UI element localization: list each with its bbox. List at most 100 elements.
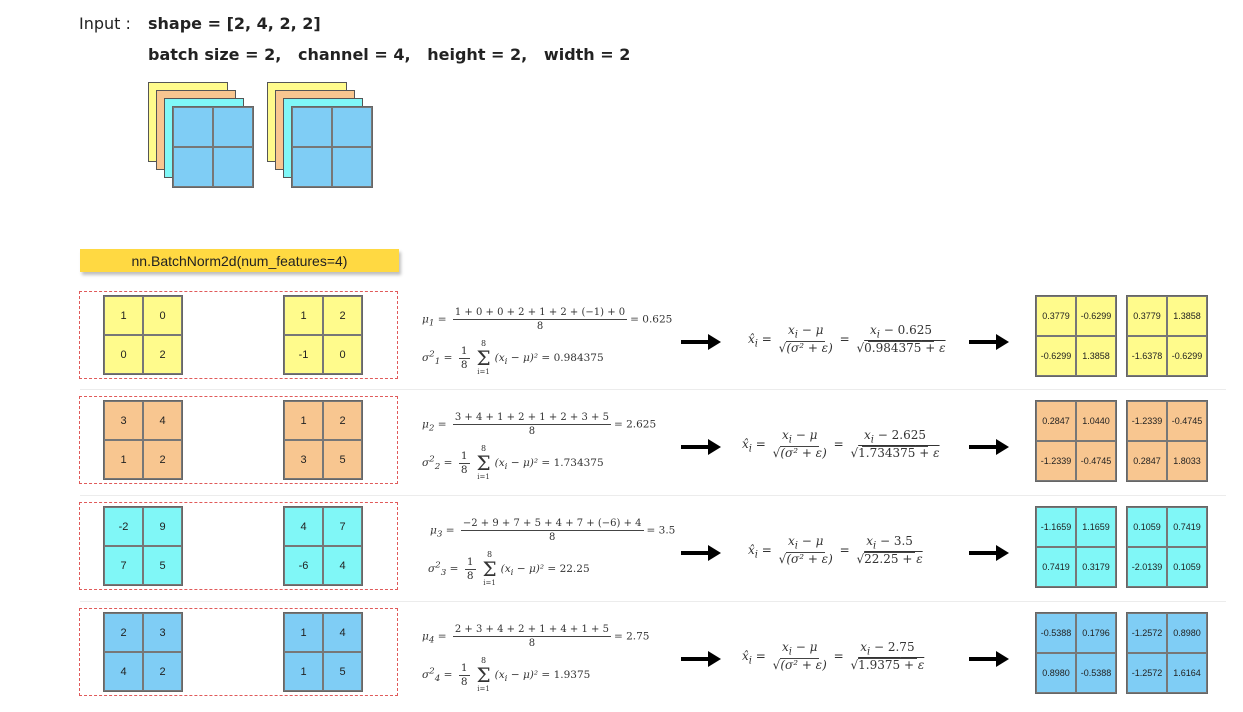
sum-lower: i=1 (477, 368, 490, 377)
normalize-numerator: xi − μ (786, 535, 825, 553)
xhat-symbol: x̂ (748, 332, 755, 346)
grid-cell: 0.8980 (1167, 613, 1207, 653)
grid-cell: -2.0139 (1127, 547, 1167, 587)
grid-cell: 0.2847 (1036, 401, 1076, 441)
denominator: 8 (461, 464, 468, 477)
mean-value: = 0.625 (630, 314, 672, 326)
grid-cell: 5 (143, 546, 182, 585)
specific-numerator: xi − 2.75 (858, 641, 916, 659)
normalize-fraction-general: xi − μ√(σ² + ε) (779, 324, 833, 355)
equals-sign: = (446, 563, 461, 575)
grid-cell: 0.1059 (1127, 507, 1167, 547)
right-arrow-icon (969, 333, 1009, 351)
sum-sign: Σ (477, 665, 491, 685)
normalize-fraction-specific: xi − 2.625√1.734375 + ε (851, 429, 940, 460)
normalize-fraction-general: xi − μ√(σ² + ε) (773, 641, 827, 672)
xi-symbol: x (788, 534, 795, 548)
var-body: (x (495, 669, 505, 681)
right-arrow-icon (681, 333, 721, 351)
equals-sign: = (440, 669, 455, 681)
variance-value: = 22.25 (544, 563, 590, 575)
specific-denominator: √1.734375 + ε (851, 447, 940, 460)
one-over-eight: 18 (459, 345, 470, 372)
grid-cell: -2 (104, 507, 143, 546)
sum-lower: i=1 (477, 685, 490, 694)
grid-cell: 1 (104, 296, 143, 335)
equals-sign: = (836, 543, 854, 557)
xhat-symbol: x̂ (742, 437, 749, 451)
variance-value: = 0.984375 (538, 352, 604, 364)
normalize-formula: x̂i = xi − μ√(σ² + ε) = xi − 2.75√1.9375… (742, 641, 927, 672)
right-arrow-icon (681, 438, 721, 456)
grid-cell: -0.5388 (1076, 653, 1116, 693)
mean-denominator: 8 (529, 637, 535, 650)
mean-numerator: 1 + 0 + 0 + 2 + 1 + 2 + (−1) + 0 (453, 306, 627, 320)
grid-cell: 0 (143, 296, 182, 335)
grid-cell: 0 (104, 335, 143, 374)
grid-cell: -0.4745 (1167, 401, 1207, 441)
mu-symbol: μ (422, 631, 429, 643)
channel-mean: 2.75 (888, 640, 915, 654)
grid-cell: 1.3858 (1167, 296, 1207, 336)
grid-cell: 7 (323, 507, 362, 546)
shape-line: shape = [2, 4, 2, 2] (148, 14, 321, 33)
input-grid-batch-2: 1235 (283, 400, 363, 480)
sum-sign: Σ (477, 453, 491, 473)
equals-sign: = (434, 314, 449, 326)
channel-variance: 1.734375 (858, 446, 915, 460)
var-body: (x (495, 457, 505, 469)
mean-formula: μ3 = −2 + 9 + 7 + 5 + 4 + 7 + (−6) + 48=… (430, 517, 675, 544)
equals-sign: = (434, 631, 449, 643)
grid-cell: 0.7419 (1167, 507, 1207, 547)
input-grid-batch-1: -2975 (103, 506, 183, 586)
var-body: (x (495, 352, 505, 364)
equals-sign: = (434, 419, 449, 431)
grid-cell: 0.3779 (1127, 296, 1167, 336)
sqrt-sign: √ (851, 446, 859, 460)
sum-lower: i=1 (477, 473, 490, 482)
var-tail: − μ)² (507, 669, 538, 681)
numerator: 1 (465, 556, 476, 570)
normalize-formula: x̂i = xi − μ√(σ² + ε) = xi − 0.625√0.984… (748, 324, 949, 355)
mean-denominator: 8 (549, 531, 555, 544)
sum-lower: i=1 (483, 579, 496, 588)
grid-cell: 1.3858 (1076, 336, 1116, 376)
minus-sign: − (880, 323, 898, 337)
normalize-fraction-general: xi − μ√(σ² + ε) (779, 535, 833, 566)
specific-denominator: √1.9375 + ε (851, 659, 925, 672)
row-separator (80, 601, 1226, 602)
xi-symbol: x (788, 323, 795, 337)
grid-cell: 1 (284, 401, 323, 440)
grid-cell: 4 (143, 401, 182, 440)
grid-cell: 5 (323, 652, 362, 691)
grid-cell: -1.2339 (1036, 441, 1076, 481)
grid-cell: -0.6299 (1076, 296, 1116, 336)
summation: 8Σi=1 (477, 656, 491, 694)
one-over-eight: 18 (459, 450, 470, 477)
minus-mu: − μ (798, 323, 823, 337)
equals-sign: = (440, 352, 455, 364)
right-arrow-icon (969, 650, 1009, 668)
grid-cell: -1.1659 (1036, 507, 1076, 547)
mean-value: = 3.5 (647, 525, 676, 537)
xi-symbol: x (864, 428, 871, 442)
mean-value: = 2.625 (614, 419, 656, 431)
specific-numerator: xi − 2.625 (862, 429, 928, 447)
channel-variance: 0.984375 (864, 341, 921, 355)
grid-cell: -0.4745 (1076, 441, 1116, 481)
grid-cell: 1.1659 (1076, 507, 1116, 547)
var-tail: − μ)² (513, 563, 544, 575)
mean-numerator: −2 + 9 + 7 + 5 + 4 + 7 + (−6) + 4 (461, 517, 644, 531)
mu-symbol: μ (430, 525, 437, 537)
mean-formula: μ2 = 3 + 4 + 1 + 2 + 1 + 2 + 3 + 58= 2.6… (422, 411, 656, 438)
grid-cell: 7 (104, 546, 143, 585)
plus-epsilon: + ε (915, 446, 939, 460)
right-arrow-icon (969, 438, 1009, 456)
specific-denominator: √0.984375 + ε (857, 342, 946, 355)
